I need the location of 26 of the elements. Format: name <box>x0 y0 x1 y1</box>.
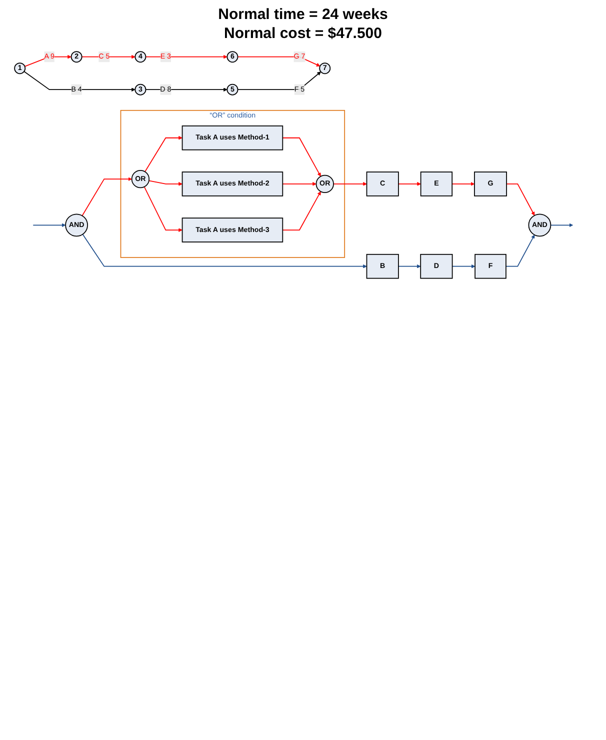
arrow <box>550 223 574 228</box>
arrow <box>81 54 136 59</box>
arrow <box>506 184 535 216</box>
arrow <box>145 88 228 92</box>
arrow <box>148 180 182 186</box>
note-text: Normal time = 24 weeks <box>217 6 389 23</box>
arrow <box>506 234 535 267</box>
arrow <box>32 223 66 228</box>
arrow <box>144 186 182 232</box>
arrow <box>452 264 476 268</box>
arrow <box>82 177 132 216</box>
arrow <box>282 182 316 186</box>
arrow <box>452 182 475 186</box>
arrow <box>145 54 228 59</box>
arrow <box>24 54 72 67</box>
arrow <box>237 72 321 90</box>
arrow <box>82 234 367 268</box>
arrow <box>333 182 367 186</box>
arrow <box>398 264 421 268</box>
arrow <box>24 71 136 92</box>
arrow <box>282 191 321 230</box>
arrow <box>398 182 421 186</box>
arrow <box>144 136 182 172</box>
arrow <box>282 137 321 177</box>
note-text: Normal cost = $47.500 <box>222 25 383 42</box>
arrow <box>237 56 320 66</box>
